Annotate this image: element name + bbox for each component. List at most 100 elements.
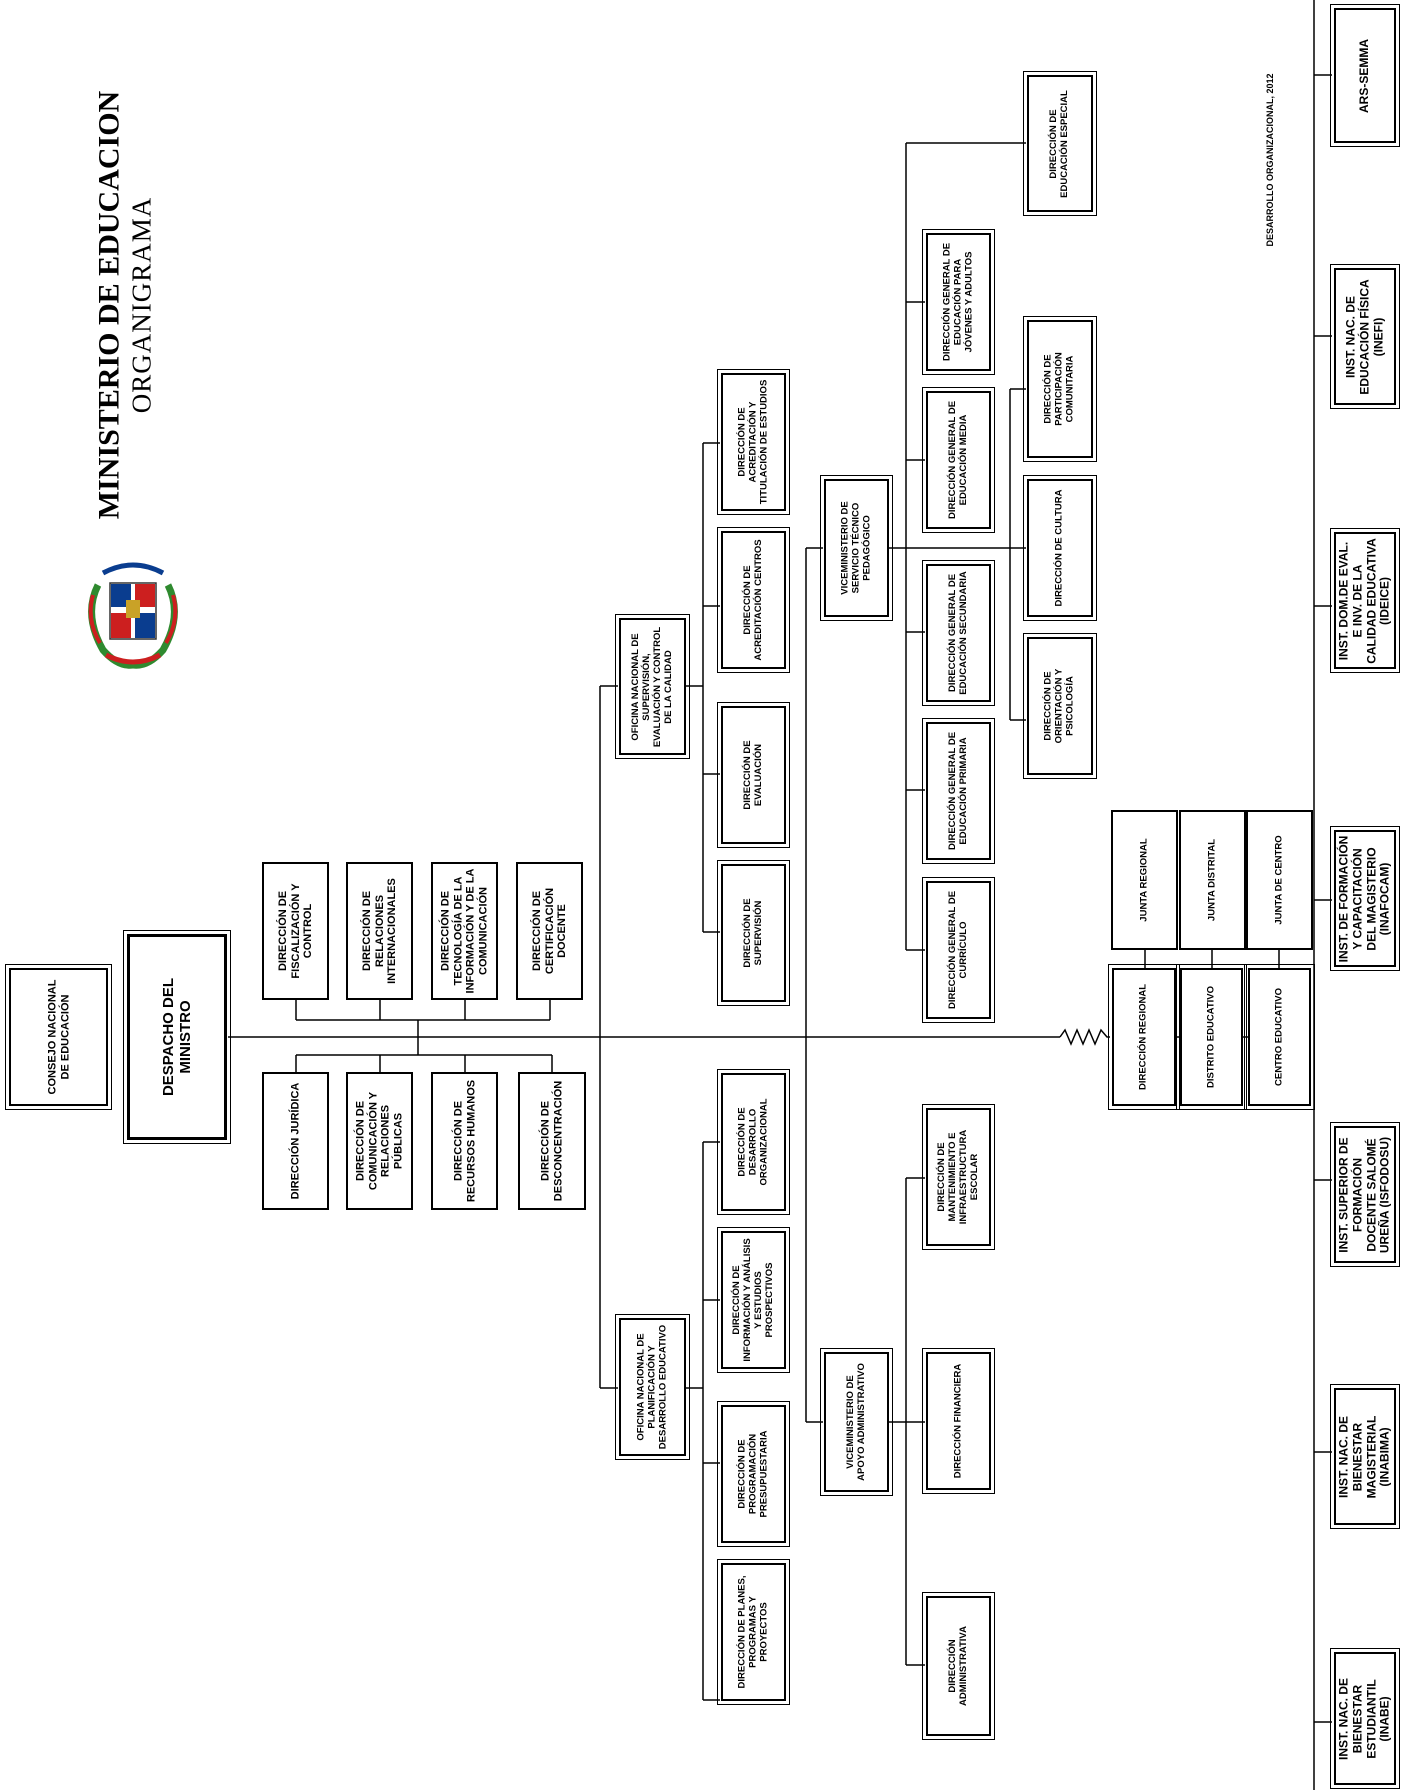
node-participacion[interactable]: DIRECCIÓN DE PARTICIPACIÓN COMUNITARIA [1023, 316, 1097, 462]
node-isfodosu[interactable]: INST. SUPERIOR DE FORMACIÓN DOCENTE SALO… [1330, 1122, 1400, 1267]
node-acreditacion-centros[interactable]: DIRECCIÓN DE ACREDITACIÓN CENTROS [717, 527, 790, 673]
node-label: DIRECCIÓN DE RELACIONES INTERNACIONALES [360, 878, 398, 984]
node-label: DIRECCIÓN DE COMUNICACIÓN Y RELACIONES P… [354, 1091, 405, 1191]
node-label: OFICINA NACIONAL DE SUPERVISIÓN, EVALUAC… [629, 626, 674, 747]
chart-title-block: MINISTERIO DE EDUCACION ORGANIGRAMA [70, 70, 180, 540]
node-label: CONSEJO NACIONAL DE EDUCACIÓN [45, 979, 71, 1095]
node-tecnologia[interactable]: DIRECCIÓN DE TECNOLOGÍA DE LA INFORMACIÓ… [431, 862, 498, 1000]
node-label: CENTRO EDUCATIVO [1273, 988, 1285, 1086]
node-label: DIRECCIÓN DE FISCALIZACIÓN Y CONTROL [276, 883, 314, 979]
node-label: DIRECCIÓN DE DESCONCENTRACIÓN [539, 1080, 564, 1202]
node-label: DESPACHO DEL MINISTRO [159, 977, 194, 1097]
node-junta-regional[interactable]: JUNTA REGIONAL [1111, 810, 1178, 950]
node-inabe[interactable]: INST. NAC. DE BIENESTAR ESTUDIANTIL (INA… [1330, 1648, 1400, 1789]
node-dg-secundaria[interactable]: DIRECCIÓN GENERAL DE EDUCACIÓN SECUNDARI… [922, 560, 995, 706]
node-inafocam[interactable]: INST. DE FORMACIÓN Y CAPACITACIÓN DEL MA… [1330, 826, 1400, 971]
node-educacion-especial[interactable]: DIRECCIÓN DE EDUCACIÓN ESPECIAL [1023, 71, 1097, 216]
node-despacho[interactable]: DESPACHO DEL MINISTRO [123, 930, 231, 1144]
node-recursos-humanos[interactable]: DIRECCIÓN DE RECURSOS HUMANOS [431, 1072, 498, 1210]
node-label: DIRECCIÓN DE EDUCACIÓN ESPECIAL [1048, 89, 1070, 198]
node-label: DIRECCIÓN DE CERTIFICACIÓN DOCENTE [530, 887, 568, 975]
node-label: DIRECCIÓN DE PROGRAMACIÓN PRESUPUESTARIA [736, 1430, 769, 1518]
node-fiscalizacion[interactable]: DIRECCIÓN DE FISCALIZACIÓN Y CONTROL [262, 862, 329, 1000]
node-label: ARS-SEMMA [1357, 38, 1372, 113]
node-label: DIRECCIÓN FINANCIERA [952, 1363, 964, 1479]
node-evaluacion[interactable]: DIRECCIÓN DE EVALUACIÓN [717, 702, 790, 848]
node-label: DIRECCIÓN DE EVALUACIÓN [741, 740, 764, 810]
node-desconcentracion[interactable]: DIRECCIÓN DE DESCONCENTRACIÓN [518, 1072, 586, 1210]
node-label: DIRECCIÓN REGIONAL [1137, 983, 1149, 1091]
node-label: DIRECCIÓN DE ORIENTACIÓN Y PSICOLOGÍA [1042, 668, 1076, 744]
node-inefi[interactable]: INST. NAC. DE EDUCACIÓN FÍSICA (INEFI) [1330, 264, 1400, 409]
node-distrito-educativo[interactable]: DISTRITO EDUCATIVO [1176, 964, 1247, 1110]
node-label: DIRECCIÓN DE SUPERVISIÓN [741, 898, 764, 968]
node-vice-admin[interactable]: VICEMINISTERIO DE APOYO ADMINISTRATIVO [820, 1348, 893, 1496]
node-inabima[interactable]: INST. NAC. DE BIENESTAR MAGISTERIAL (INA… [1330, 1384, 1400, 1529]
node-junta-distrital[interactable]: JUNTA DISTRITAL [1179, 810, 1246, 950]
node-consejo[interactable]: CONSEJO NACIONAL DE EDUCACIÓN [5, 964, 112, 1110]
node-label: INST. SUPERIOR DE FORMACIÓN DOCENTE SALO… [1336, 1136, 1392, 1253]
node-planes-programas[interactable]: DIRECCIÓN DE PLANES, PROGRAMAS Y PROYECT… [717, 1559, 790, 1705]
node-programacion-presupuestaria[interactable]: DIRECCIÓN DE PROGRAMACIÓN PRESUPUESTARIA [717, 1401, 790, 1547]
node-label: VICEMINISTERIO DE SERVICIO TÉCNICO PEDAG… [839, 501, 872, 595]
node-dg-media[interactable]: DIRECCIÓN GENERAL DE EDUCACIÓN MEDIA [922, 387, 995, 533]
node-label: DIRECCIÓN DE TECNOLOGÍA DE LA INFORMACIÓ… [439, 868, 490, 994]
node-dg-primaria[interactable]: DIRECCIÓN GENERAL DE EDUCACIÓN PRIMARIA [922, 718, 995, 864]
node-label: DIRECCIÓN ADMINISTRATIVA [946, 1626, 969, 1706]
node-label: INST. DOM.DE EVAL. E INV. DE LA CALIDAD … [1336, 537, 1392, 664]
node-label: VICEMINISTERIO DE APOYO ADMINISTRATIVO [844, 1363, 867, 1481]
node-informacion-analisis[interactable]: DIRECCIÓN DE INFORMACIÓN Y ANÁLISIS Y ES… [717, 1227, 790, 1373]
node-label: DIRECCIÓN DE CULTURA [1053, 489, 1065, 607]
node-administrativa[interactable]: DIRECCIÓN ADMINISTRATIVA [922, 1592, 995, 1740]
node-label: JUNTA DE CENTRO [1273, 835, 1285, 925]
node-vice-tecnico[interactable]: VICEMINISTERIO DE SERVICIO TÉCNICO PEDAG… [820, 475, 893, 621]
node-label: DIRECCIÓN JURÍDICA [289, 1082, 302, 1200]
node-orientacion[interactable]: DIRECCIÓN DE ORIENTACIÓN Y PSICOLOGÍA [1023, 633, 1097, 779]
node-label: DISTRITO EDUCATIVO [1205, 985, 1217, 1089]
coat-of-arms-icon [88, 562, 178, 669]
credit-text: DESARROLLO ORGANIZACIONAL, 2012 [1264, 73, 1275, 247]
node-direccion-regional[interactable]: DIRECCIÓN REGIONAL [1108, 964, 1180, 1110]
node-label: DIRECCIÓN GENERAL DE EDUCACIÓN PRIMARIA [946, 731, 969, 851]
node-label: DIRECCIÓN DE ACREDITACIÓN CENTROS [741, 539, 764, 661]
node-dg-curriculo[interactable]: DIRECCIÓN GENERAL DE CURRÍCULO [922, 877, 995, 1023]
node-supervision[interactable]: DIRECCIÓN DE SUPERVISIÓN [717, 860, 790, 1006]
node-label: DIRECCIÓN DE PLANES, PROGRAMAS Y PROYECT… [736, 1575, 769, 1689]
node-centro-educativo[interactable]: CENTRO EDUCATIVO [1244, 964, 1315, 1110]
node-onaplan[interactable]: OFICINA NACIONAL DE PLANIFICACIÓN Y DESA… [615, 1314, 690, 1460]
node-ideice[interactable]: INST. DOM.DE EVAL. E INV. DE LA CALIDAD … [1330, 528, 1400, 673]
node-label: DIRECCIÓN GENERAL DE CURRÍCULO [946, 890, 969, 1010]
node-label: INST. DE FORMACIÓN Y CAPACITACIÓN DEL MA… [1336, 835, 1392, 962]
node-onsecc[interactable]: OFICINA NACIONAL DE SUPERVISIÓN, EVALUAC… [615, 614, 690, 759]
node-label: DIRECCIÓN DE MANTENIMIENTO E INFRAESTRUC… [935, 1129, 980, 1225]
node-comunicacion[interactable]: DIRECCIÓN DE COMUNICACIÓN Y RELACIONES P… [346, 1072, 413, 1210]
node-label: INST. NAC. DE EDUCACIÓN FÍSICA (INEFI) [1343, 278, 1385, 395]
node-label: INST. NAC. DE BIENESTAR ESTUDIANTIL (INA… [1336, 1677, 1392, 1760]
node-label: DIRECCIÓN GENERAL DE EDUCACIÓN MEDIA [946, 400, 969, 520]
node-label: DIRECCIÓN DE ACREDITACIÓN Y TITULACIÓN D… [736, 379, 769, 505]
node-label: DIRECCIÓN DE RECURSOS HUMANOS [451, 1079, 477, 1203]
node-certificacion-docente[interactable]: DIRECCIÓN DE CERTIFICACIÓN DOCENTE [516, 862, 583, 1000]
node-label: JUNTA REGIONAL [1138, 838, 1150, 922]
node-label: DIRECCIÓN GENERAL DE EDUCACIÓN SECUNDARI… [946, 571, 969, 695]
node-label: JUNTA DISTRITAL [1206, 838, 1218, 922]
node-label: OFICINA NACIONAL DE PLANIFICACIÓN Y DESA… [635, 1324, 668, 1450]
node-financiera[interactable]: DIRECCIÓN FINANCIERA [922, 1348, 995, 1494]
node-ars-semma[interactable]: ARS-SEMMA [1330, 4, 1400, 147]
node-juridica[interactable]: DIRECCIÓN JURÍDICA [262, 1072, 329, 1210]
credit-note: DESARROLLO ORGANIZACIONAL, 2012 [1255, 55, 1285, 265]
node-desarrollo-organizacional[interactable]: DIRECCIÓN DE DESARROLLO ORGANIZACIONAL [717, 1069, 790, 1215]
node-dg-adultos[interactable]: DIRECCIÓN GENERAL DE EDUCACIÓN PARA JÓVE… [922, 229, 995, 375]
node-label: DIRECCIÓN GENERAL DE EDUCACIÓN PARA JÓVE… [941, 242, 974, 362]
page-title: MINISTERIO DE EDUCACION [92, 90, 126, 520]
node-cultura[interactable]: DIRECCIÓN DE CULTURA [1023, 475, 1097, 621]
node-mantenimiento[interactable]: DIRECCIÓN DE MANTENIMIENTO E INFRAESTRUC… [922, 1104, 995, 1250]
node-relaciones-internacionales[interactable]: DIRECCIÓN DE RELACIONES INTERNACIONALES [346, 862, 413, 1000]
node-acreditacion-titulacion[interactable]: DIRECCIÓN DE ACREDITACIÓN Y TITULACIÓN D… [717, 369, 790, 515]
node-label: DIRECCIÓN DE PARTICIPACIÓN COMUNITARIA [1042, 352, 1076, 426]
node-label: DIRECCIÓN DE INFORMACIÓN Y ANÁLISIS Y ES… [730, 1238, 775, 1362]
node-junta-centro[interactable]: JUNTA DE CENTRO [1246, 810, 1313, 950]
node-label: INST. NAC. DE BIENESTAR MAGISTERIAL (INA… [1336, 1415, 1392, 1498]
